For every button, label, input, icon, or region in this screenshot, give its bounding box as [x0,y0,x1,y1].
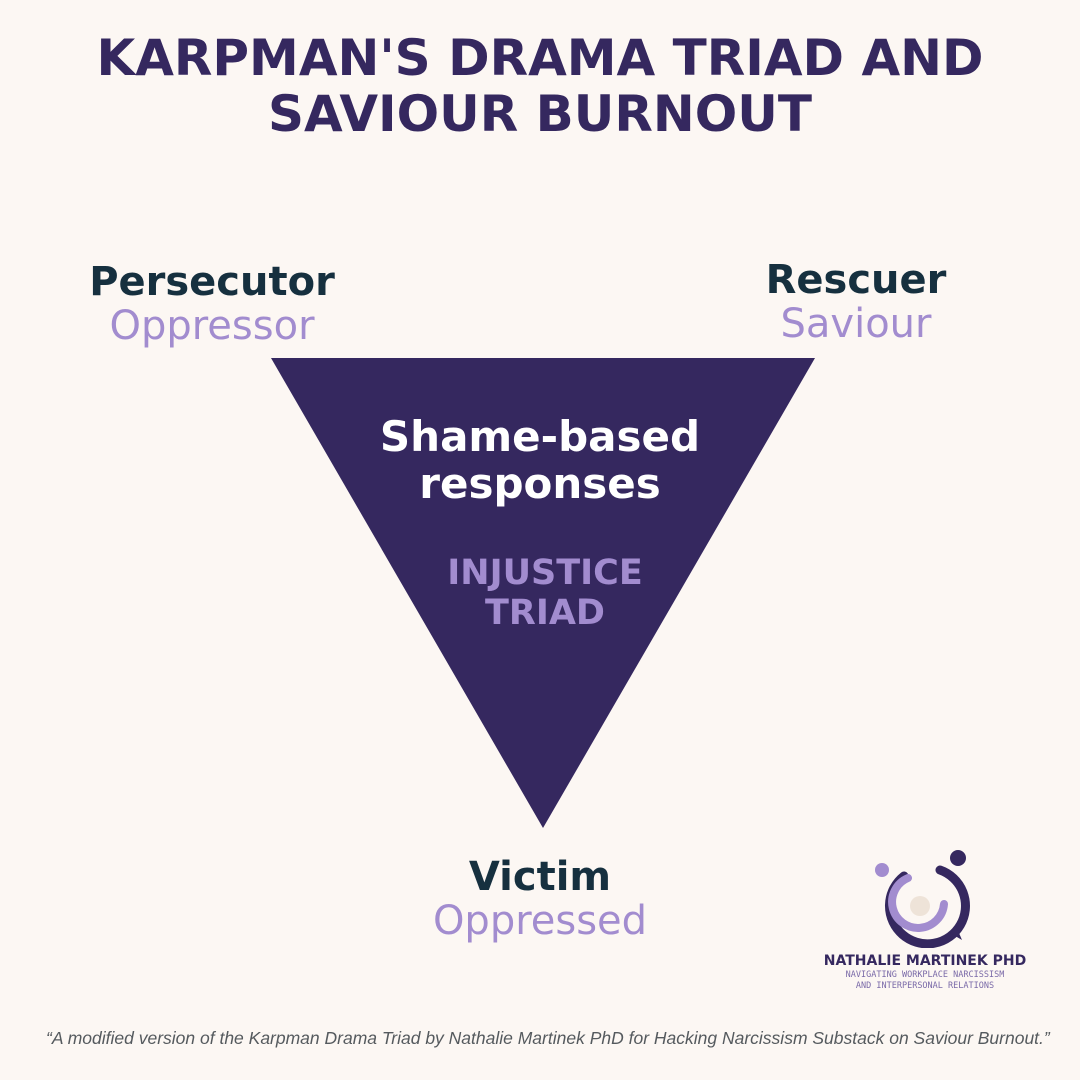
inverted-triangle [271,358,815,828]
triad-label-line-1: INJUSTICE [447,553,643,593]
rescuer-name: Rescuer [765,257,947,303]
triangle-center-text: Shame-based responses [330,413,750,507]
triad-label-line-2: TRIAD [485,593,605,633]
injustice-triad-label: INJUSTICE TRIAD [380,553,710,633]
logo-mark-icon [875,850,970,948]
logo-name: NATHALIE MARTINEK PHD [823,953,1027,969]
logo: NATHALIE MARTINEK PHD NAVIGATING WORKPLA… [820,848,1030,992]
title-line-2: SAVIOUR BURNOUT [268,85,812,143]
title-line-1: KARPMAN'S DRAMA TRIAD AND [96,29,984,87]
victim-alt: Oppressed [432,898,648,944]
logo-tagline-2: AND INTERPERSONAL RELATIONS [855,981,995,991]
persecutor-name: Persecutor [89,259,335,305]
victim-name: Victim [468,854,612,900]
logo-tagline-1: NAVIGATING WORKPLACE NARCISSISM [845,970,1005,980]
rescuer-alt: Saviour [780,301,932,347]
rescuer-label: Rescuer Saviour [726,258,986,346]
source-caption: “A modified version of the Karpman Drama… [46,1028,1050,1048]
victim-label: Victim Oppressed [390,855,690,943]
center-line-1: Shame-based [379,412,701,461]
center-line-2: responses [419,459,661,508]
persecutor-label: Persecutor Oppressor [62,260,362,348]
persecutor-alt: Oppressor [109,303,315,349]
page-title: KARPMAN'S DRAMA TRIAD AND SAVIOUR BURNOU… [0,30,1080,142]
